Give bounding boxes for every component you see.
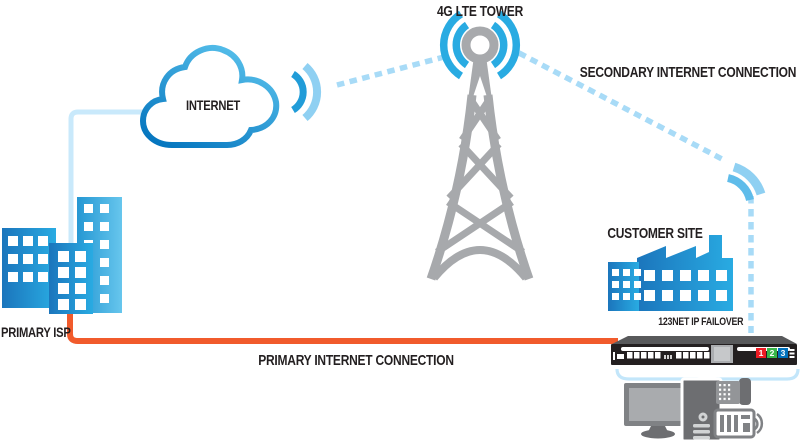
primary-connection-line: [67, 300, 618, 344]
primary-isp-label: PRIMARY ISP: [1, 324, 71, 340]
secondary-connection-label: SECONDARY INTERNET CONNECTION: [579, 64, 797, 81]
primary-connection-label: PRIMARY INTERNET CONNECTION: [258, 352, 454, 369]
logo-digit-3: 3: [778, 348, 788, 358]
logo-digit-1: 1: [756, 348, 766, 358]
failover-router-icon: [611, 336, 797, 365]
secondary-connection-dashed-line: [336, 50, 754, 333]
tower-signal-arcs-icon: [440, 10, 520, 80]
tower-label: 4G LTE TOWER: [436, 3, 524, 20]
primary-isp-buildings-icon: [2, 197, 122, 314]
customer-site-label: CUSTOMER SITE: [607, 225, 703, 242]
customer-site-buildings-icon: [608, 235, 733, 311]
pbx-unit-icon: [713, 408, 764, 439]
wifi-signal-icon-customer: [726, 162, 766, 202]
logo-digit-2: 2: [767, 348, 777, 358]
isp-to-internet-line: [68, 109, 146, 250]
cell-tower-icon: [426, 26, 534, 281]
failover-label: 123NET IP FAILOVER: [657, 316, 743, 328]
monitor-icon: [624, 383, 691, 439]
desk-phone-icon: [716, 378, 751, 405]
wifi-signal-icon-cloud: [290, 62, 322, 122]
internet-label: INTERNET: [185, 97, 241, 113]
internet-cloud-icon: [139, 45, 280, 148]
